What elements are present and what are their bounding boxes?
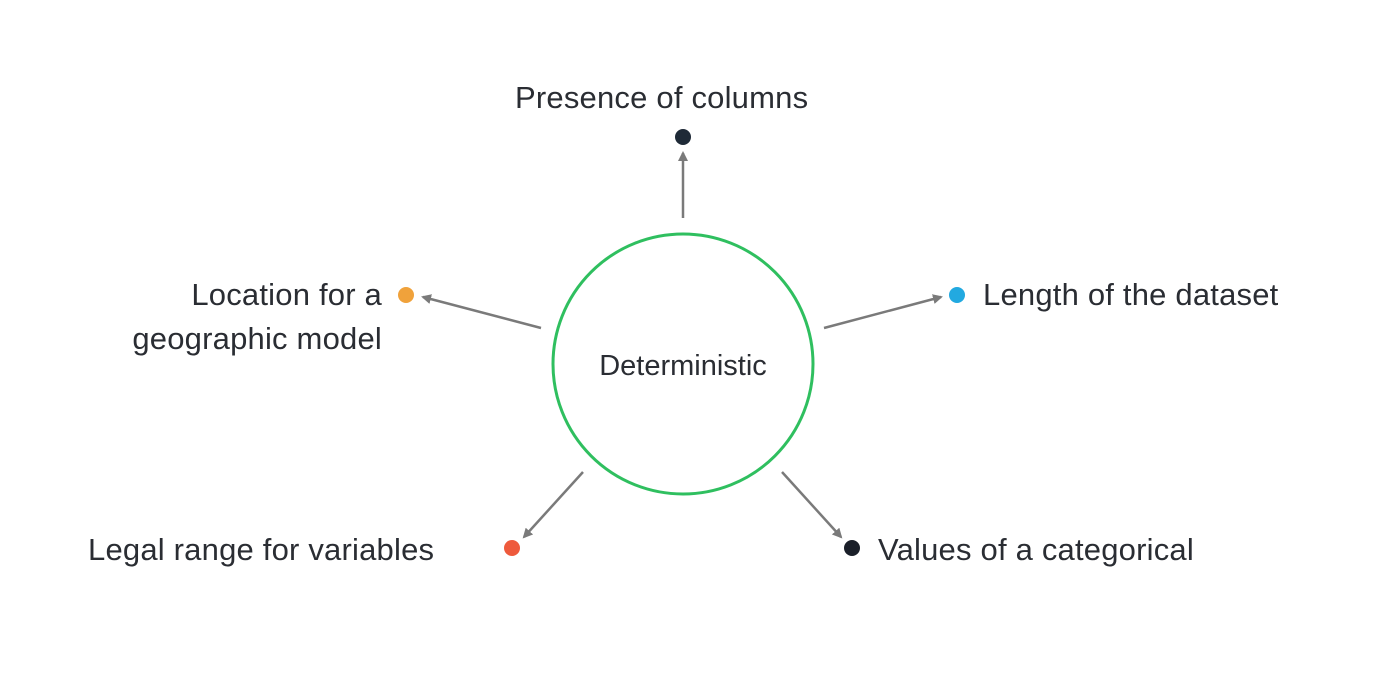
node-dot-right [949,287,965,303]
node-dot-top [675,129,691,145]
node-label-left: Location for a geographic model [132,277,382,356]
node-label-top: Presence of columns [515,80,809,115]
node-label-bottom-right: Values of a categorical [878,532,1194,567]
node-label-right: Length of the dataset [983,277,1279,312]
center-label: Deterministic [599,350,767,382]
node-dot-bottom-left [504,540,520,556]
arrow-to-bottom-left [522,471,584,539]
node-dot-bottom-right [844,540,860,556]
node-dot-left [398,287,414,303]
arrow-to-bottom-right [781,471,843,539]
arrow-to-right [823,294,943,330]
center-circle [551,232,815,496]
arrow-to-left [421,294,542,330]
node-label-bottom-left: Legal range for variables [88,532,435,567]
